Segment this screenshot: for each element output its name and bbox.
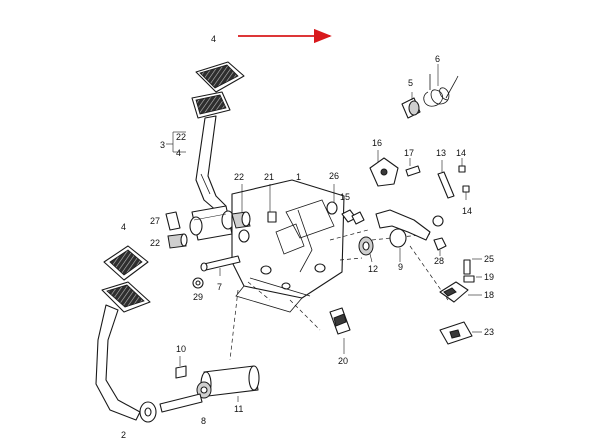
callout-6: 6: [435, 54, 440, 64]
callout-17: 17: [404, 148, 414, 158]
callout-1: 1: [296, 172, 301, 182]
part-6-spring: [423, 64, 459, 107]
part-28-nut: [432, 215, 447, 256]
part-16-clip: [369, 150, 399, 187]
callout-12: 12: [368, 264, 378, 274]
callout-13: 13: [436, 148, 446, 158]
callout-23: 23: [484, 327, 494, 337]
part-14-clips: [458, 158, 470, 200]
part-22-bushing-left: [167, 233, 188, 249]
pedal-bracket-1: [231, 179, 345, 313]
callout-10: 10: [176, 344, 186, 354]
part-21-nut: [267, 184, 277, 223]
callout-5: 5: [408, 78, 413, 88]
callout-4-bracket: 4: [176, 148, 181, 158]
callout-15: 15: [340, 192, 350, 202]
callout-22-bracket: 22: [176, 132, 186, 142]
callout-27: 27: [150, 216, 160, 226]
callout-4-top: 4: [211, 34, 216, 44]
callout-28: 28: [434, 256, 444, 266]
callout-11: 11: [234, 404, 243, 414]
part-20-sensor: [329, 307, 351, 354]
part-23-plate: [439, 321, 473, 345]
part-5-bushing: [401, 92, 421, 119]
part-29-washer: [192, 277, 204, 289]
callout-22-mid: 22: [234, 172, 244, 182]
part-25-19-bolts: [463, 259, 475, 283]
callout-bracket-3: [166, 131, 186, 153]
callout-26: 26: [329, 171, 339, 181]
part-13-pin: [437, 160, 455, 199]
part-15-clips: [341, 209, 365, 225]
part-22-bushing-mid: [231, 184, 251, 229]
part-17-bolt: [405, 158, 421, 177]
part-27-clip: [165, 211, 181, 231]
callout-21: 21: [264, 172, 274, 182]
callout-2: 2: [121, 430, 126, 439]
callout-9: 9: [398, 262, 403, 272]
right-leader-lines: [468, 258, 482, 333]
callout-22-left: 22: [150, 238, 160, 248]
callout-16: 16: [372, 138, 382, 148]
part-12-bushing: [358, 236, 374, 263]
part-26-nut: [326, 184, 338, 215]
upper-pedal: [189, 61, 245, 241]
callout-18: 18: [484, 290, 494, 300]
part-10-screw: [175, 356, 187, 379]
callout-8: 8: [201, 416, 206, 426]
lower-pedal: [95, 245, 157, 423]
callout-4-left: 4: [121, 222, 126, 232]
part-7-shaft: [200, 229, 250, 276]
callout-3: 3: [160, 140, 165, 150]
callout-20: 20: [338, 356, 348, 366]
part-18-switch: [439, 281, 469, 303]
callout-19: 19: [484, 272, 494, 282]
part-9-lever: [375, 209, 431, 262]
part-11-cylinder: [200, 365, 260, 402]
callout-7: 7: [217, 282, 222, 292]
callout-25: 25: [484, 254, 494, 264]
callout-29: 29: [193, 292, 203, 302]
part-8-washer: [159, 381, 212, 413]
callout-14b: 14: [462, 206, 472, 216]
callout-14a: 14: [456, 148, 466, 158]
